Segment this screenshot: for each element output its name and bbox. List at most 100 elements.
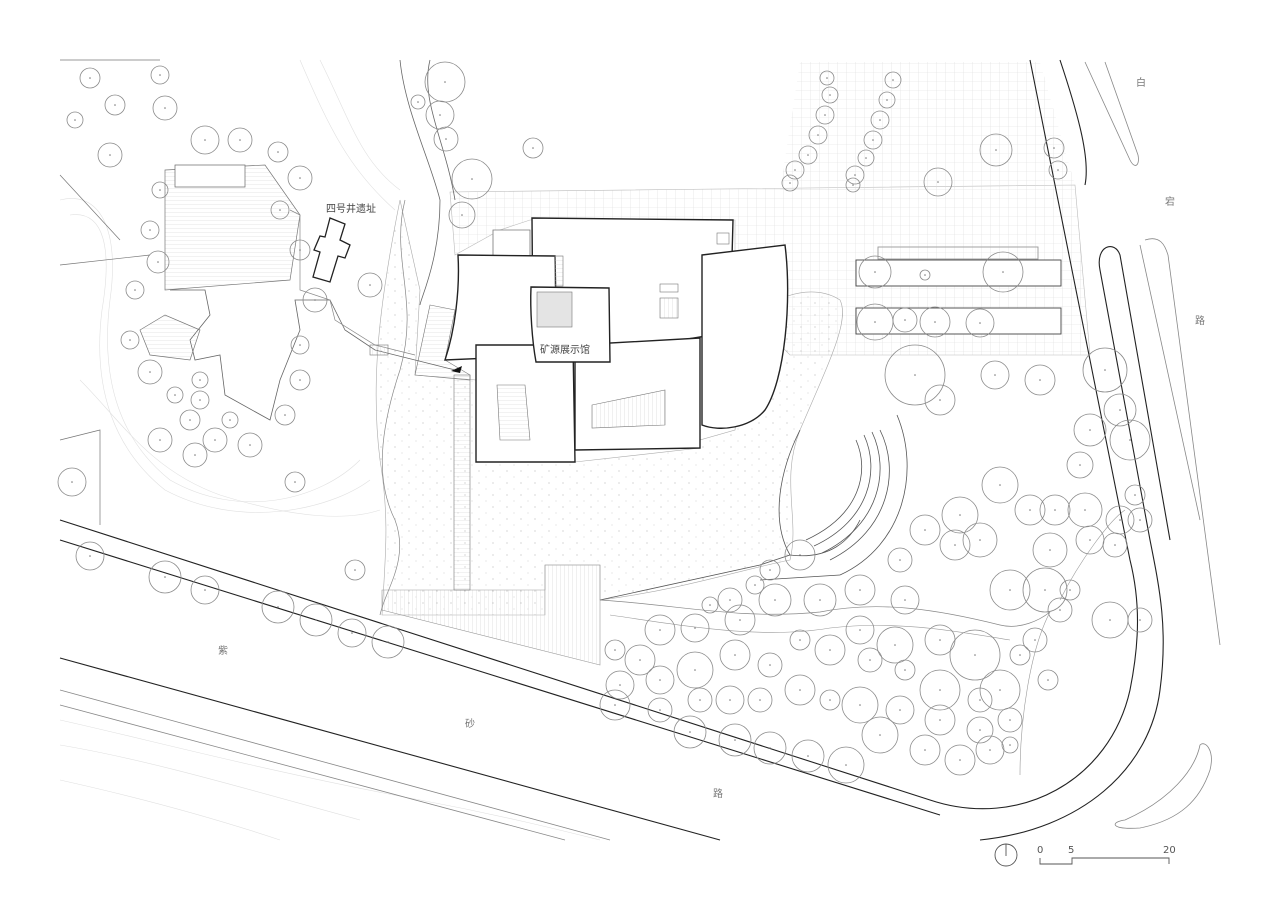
tree-canopy [781, 174, 799, 192]
tree-trunk [1047, 679, 1049, 681]
tree-canopy [680, 613, 710, 643]
tree-trunk [614, 704, 616, 706]
tree-trunk [1079, 464, 1081, 466]
tree-canopy [924, 704, 956, 736]
tree-canopy [876, 626, 914, 664]
tree-canopy [909, 734, 941, 766]
tree-trunk [794, 169, 796, 171]
contours [59, 59, 601, 841]
tree-canopy [808, 125, 828, 145]
tree-canopy [814, 634, 846, 666]
tree-canopy [967, 687, 993, 713]
tree-canopy [97, 142, 123, 168]
tree-trunk [1009, 744, 1011, 746]
tree-trunk [299, 249, 301, 251]
tree-canopy [687, 687, 713, 713]
planters [855, 246, 1062, 335]
tree-trunk [734, 739, 736, 741]
tree-trunk [1039, 379, 1041, 381]
tree-trunk [164, 576, 166, 578]
tree-canopy [982, 251, 1024, 293]
tree-trunk [1019, 654, 1021, 656]
tree-canopy [919, 306, 951, 338]
tree-canopy [718, 723, 752, 757]
tree-canopy [941, 496, 979, 534]
tree-canopy [989, 569, 1031, 611]
tree-canopy [1032, 532, 1068, 568]
tree-trunk [299, 379, 301, 381]
tree-canopy [289, 369, 311, 391]
tree-trunk [199, 399, 201, 401]
tree-trunk [904, 669, 906, 671]
ruin-site-label: 四号井遗址 [326, 202, 376, 215]
tree-canopy [844, 574, 876, 606]
well-4-building[interactable] [312, 217, 351, 283]
tree-trunk [879, 119, 881, 121]
tree-trunk [689, 731, 691, 733]
tree-trunk [387, 641, 389, 643]
tree-canopy [57, 467, 87, 497]
tree-canopy [745, 575, 765, 595]
tree-trunk [924, 749, 926, 751]
tree-trunk [1069, 589, 1071, 591]
scale-tick-0: 0 [1037, 845, 1043, 856]
tree-canopy [1102, 532, 1128, 558]
tree-trunk [89, 555, 91, 557]
tree-trunk [694, 669, 696, 671]
tree-trunk [1114, 544, 1116, 546]
road-char: 白 [1136, 76, 1146, 89]
tree-canopy [624, 644, 656, 676]
tree-trunk [979, 539, 981, 541]
tree-trunk [149, 229, 151, 231]
tree-canopy [182, 442, 208, 468]
tree-canopy [647, 697, 673, 723]
tree-canopy [148, 560, 182, 594]
tree-trunk [845, 764, 847, 766]
tree-trunk [807, 755, 809, 757]
tree-trunk [994, 374, 996, 376]
tree-canopy [909, 514, 941, 546]
exhibition-hall[interactable] [444, 217, 789, 463]
tree-canopy [190, 390, 210, 410]
tree-canopy [997, 707, 1023, 733]
tree-canopy [151, 181, 169, 199]
tree-canopy [371, 625, 405, 659]
tree-trunk [872, 139, 874, 141]
tree-trunk [959, 759, 961, 761]
tree-trunk [1049, 549, 1051, 551]
tree-trunk [954, 544, 956, 546]
tree-trunk [729, 699, 731, 701]
tree-canopy [863, 130, 883, 150]
tree-trunk [204, 139, 206, 141]
tree-trunk [279, 209, 281, 211]
tree-trunk [1054, 509, 1056, 511]
tree-trunk [709, 604, 711, 606]
tree-canopy [1066, 451, 1094, 479]
tree-canopy [1047, 597, 1073, 623]
tree-canopy [870, 110, 890, 130]
tree-canopy [344, 559, 366, 581]
entrance-steps [414, 304, 471, 381]
tree-canopy [785, 160, 805, 180]
tree-trunk [899, 559, 901, 561]
tree-canopy [1037, 669, 1059, 691]
tree-canopy [299, 603, 333, 637]
tree-canopy [604, 639, 626, 661]
entrance-arrow-icon [451, 366, 462, 373]
building-details [496, 232, 730, 441]
tree-trunk [174, 394, 176, 396]
tree-trunk [1089, 539, 1091, 541]
tree-canopy [179, 409, 201, 431]
tree-trunk [1059, 609, 1061, 611]
tree-canopy [919, 669, 961, 711]
tree-canopy [885, 695, 915, 725]
tree-canopy [1127, 607, 1153, 633]
tree-trunk [444, 81, 446, 83]
tree-trunk [659, 629, 661, 631]
tree-trunk [445, 138, 447, 140]
tree-trunk [939, 689, 941, 691]
tree-canopy [1073, 413, 1107, 447]
tree-trunk [1089, 429, 1091, 431]
tree-canopy [878, 91, 896, 109]
